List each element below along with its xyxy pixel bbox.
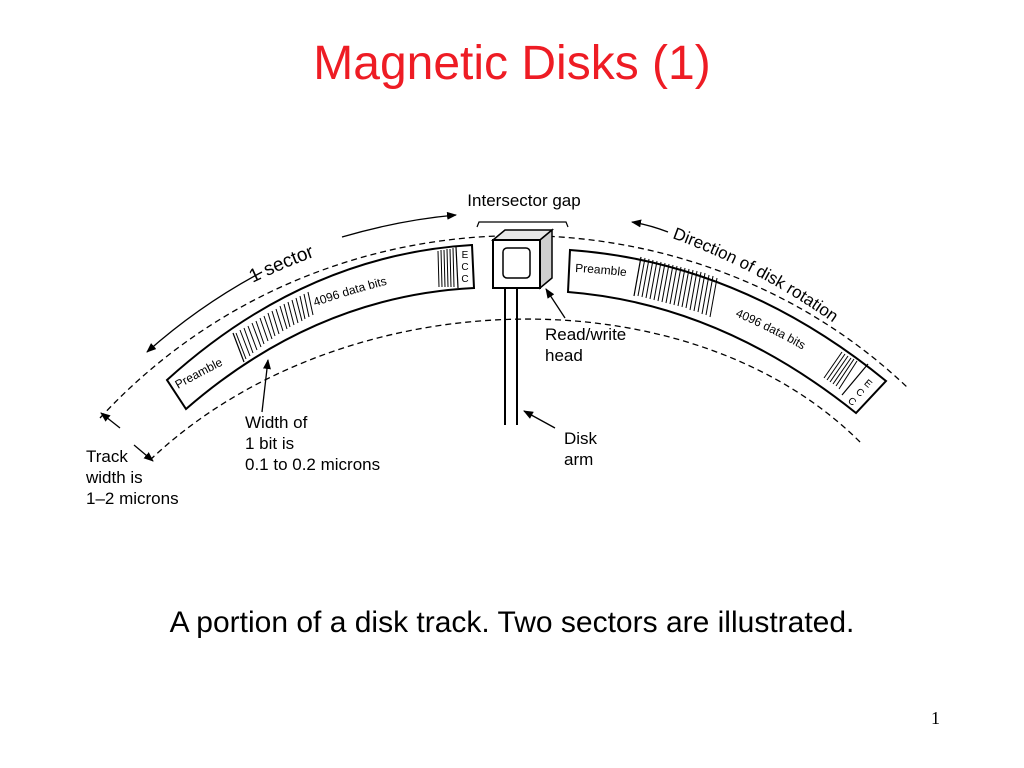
left-ecc-c1: C (461, 262, 468, 273)
left-ecc-e: E (462, 250, 469, 261)
left-sector-outline (165, 243, 476, 411)
bit-width-label: Width of 1 bit is 0.1 to 0.2 microns (245, 413, 380, 474)
ecc-divider (841, 363, 869, 396)
intersector-gap-bracket (476, 221, 569, 228)
left-ecc-c2: C (461, 274, 468, 285)
left-sector: Preamble 4096 data bits E C C (165, 243, 476, 411)
svg-text:1 sector: 1 sector (246, 241, 317, 287)
one-sector-label: 1 sector (246, 241, 317, 287)
head-pointer-arrow (545, 288, 566, 319)
slide-title: Magnetic Disks (1) (313, 37, 711, 90)
sector-span-arrow-left (146, 271, 263, 353)
preamble-divider (232, 332, 245, 363)
disk-arm (504, 288, 518, 425)
disk-track-diagram: Preamble 4096 data bits E C C Preamble 4… (85, 191, 909, 508)
rotation-arrow (631, 219, 669, 233)
intersector-gap-label: Intersector gap (467, 191, 580, 210)
read-write-head-label: Read/write head (545, 325, 631, 365)
track-inner-boundary (149, 318, 863, 461)
svg-text:Preamble: Preamble (575, 261, 628, 279)
slide-caption: A portion of a disk track. Two sectors a… (169, 606, 855, 639)
sector-span-arrow-right (341, 211, 457, 238)
ecc-divider (455, 246, 459, 289)
bit-marks (235, 247, 455, 360)
right-preamble-label: Preamble (575, 261, 628, 279)
preamble-divider (633, 256, 642, 297)
disk-arm-label: Disk arm (564, 429, 602, 469)
bit-marks (637, 257, 858, 390)
track-width-arrow-2 (133, 444, 154, 462)
track-width-label: Track width is 1–2 microns (85, 447, 179, 508)
track-width-arrow (100, 412, 121, 429)
right-sector: Preamble 4096 data bits E C C (566, 248, 888, 415)
bit-width-pointer-arrow (261, 359, 271, 413)
arm-pointer-arrow (523, 410, 556, 429)
read-write-head (490, 228, 555, 290)
page-number: 1 (931, 708, 940, 728)
